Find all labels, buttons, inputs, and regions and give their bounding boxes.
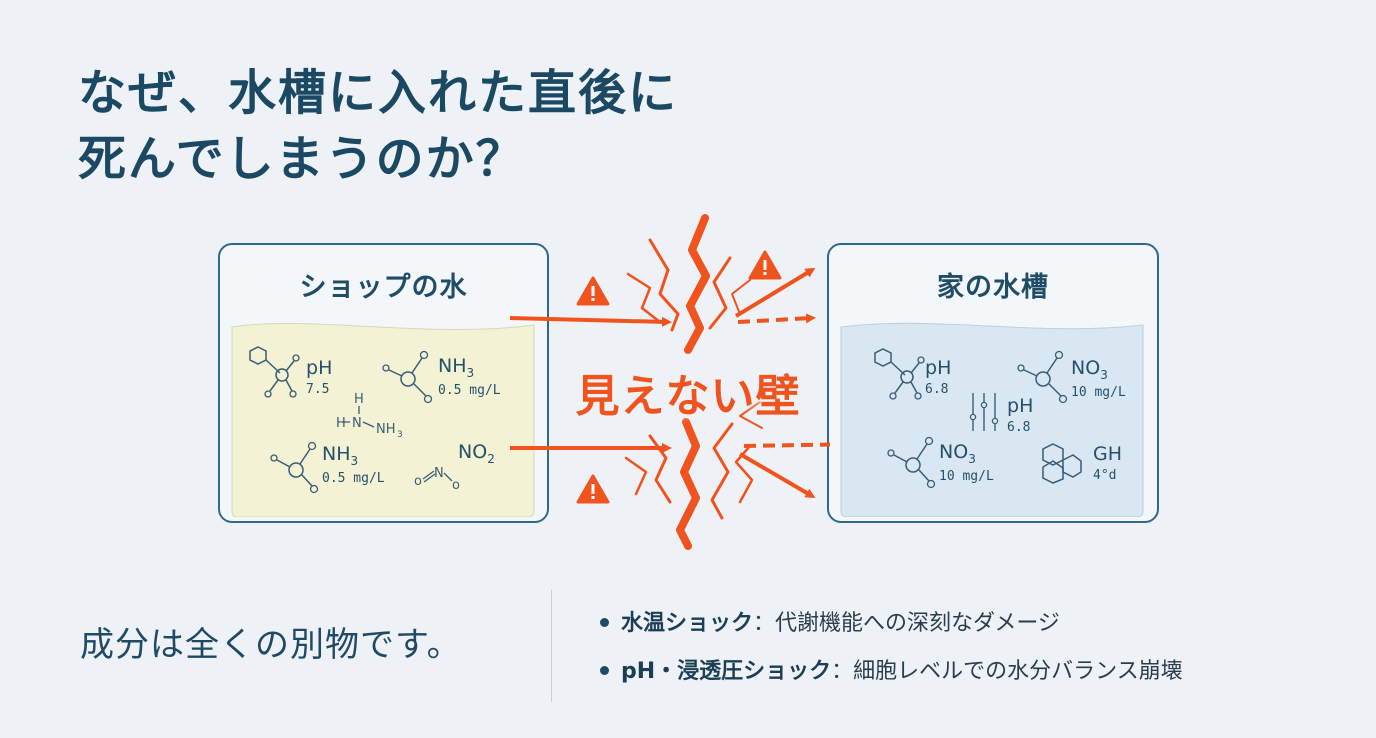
svg-text:NH: NH (376, 422, 396, 437)
warning-icon (748, 250, 782, 280)
shop-nh3-formula-1: NH3 (438, 355, 475, 380)
home-no3-formula-2: NO3 (939, 441, 976, 466)
slider-lines-icon (969, 393, 999, 431)
bullet-term: 水温ショック (621, 611, 754, 636)
home-ph-value-1: 6.8 (925, 382, 949, 397)
shock-bullet-list: 水温ショック：代謝機能への深刻なダメージ pH・浸透圧ショック：細胞レベルでの水… (600, 600, 1183, 696)
home-no3-formula-1: NO3 (1071, 357, 1108, 382)
ring-structure-icon (1042, 443, 1082, 484)
bullet-desc: ：細胞レベルでの水分バランス崩壊 (831, 659, 1183, 684)
molecule-icon (270, 441, 319, 494)
home-gh-formula: GH (1093, 443, 1123, 465)
shop-ph-formula: pH (306, 357, 333, 379)
home-tank-panel: 家の水槽 pH 6.8 NO3 10 mg/L (827, 243, 1159, 523)
home-no3-label-1: NO3 10 mg/L (1071, 357, 1126, 400)
shop-ph-value: 7.5 (306, 382, 330, 397)
home-gh-label: GH 4°d (1093, 443, 1122, 483)
summary-text: 成分は全くの別物です。 (80, 625, 462, 665)
invisible-wall-graphic (509, 214, 830, 550)
arrow-icon (738, 452, 816, 499)
home-ph-label-2: pH 6.8 (1007, 395, 1033, 435)
shop-nh3-label-2: NH3 0.5 mg/L (322, 443, 385, 486)
svg-text:N: N (352, 416, 362, 431)
shop-ph-label: pH 7.5 (306, 357, 332, 397)
title-line-1: なぜ、水槽に入れた直後に (78, 65, 679, 121)
title-line-2: 死んでしまうのか？ (78, 131, 526, 187)
svg-text:H: H (354, 392, 364, 407)
home-ph-formula-1: pH (925, 357, 952, 379)
hydrazine-structure-icon: H N H NH 3 (336, 392, 403, 437)
molecule-icon (382, 350, 433, 404)
shop-nh3-value-1: 0.5 mg/L (438, 382, 501, 398)
bullet-dot-icon (600, 617, 609, 627)
home-no3-value-2: 10 mg/L (939, 468, 994, 484)
warning-icon (576, 474, 610, 504)
warning-icon (576, 276, 610, 306)
molecule-icon (249, 346, 300, 398)
shop-nh3-formula-2: NH3 (322, 443, 359, 468)
arrow-icon (743, 442, 830, 448)
nitrite-structure-icon: o N o (414, 466, 460, 493)
home-ph-label-1: pH 6.8 (925, 357, 951, 397)
molecule-icon (874, 348, 925, 400)
bullet-desc: ：代謝機能への深刻なダメージ (753, 611, 1060, 636)
arrow-icon (737, 313, 816, 324)
invisible-wall-label: 見えない壁 (575, 371, 801, 422)
bullet-dot-icon (600, 665, 609, 675)
svg-text:N: N (434, 466, 444, 481)
shop-water-title: ショップの水 (299, 272, 468, 303)
shop-nh3-value-2: 0.5 mg/L (322, 470, 385, 486)
shop-no2-formula: NO2 (458, 441, 495, 466)
home-gh-value: 4°d (1093, 468, 1117, 483)
molecule-icon (887, 436, 936, 489)
svg-text:o: o (452, 478, 460, 493)
svg-text:H: H (336, 416, 346, 431)
page-title: なぜ、水槽に入れた直後に 死んでしまうのか？ (78, 60, 678, 192)
home-no3-label-2: NO3 10 mg/L (939, 441, 994, 484)
svg-text:o: o (414, 474, 422, 489)
home-ph-formula-2: pH (1007, 395, 1034, 417)
list-item: pH・浸透圧ショック：細胞レベルでの水分バランス崩壊 (600, 648, 1183, 696)
shop-no2-label: NO2 (458, 441, 495, 466)
home-ph-value-2: 6.8 (1007, 420, 1031, 435)
svg-text:3: 3 (397, 430, 403, 437)
bullet-term: pH・浸透圧ショック (621, 659, 832, 684)
crack-icon (624, 214, 763, 550)
arrow-icon (509, 316, 672, 327)
shop-water-fill (231, 323, 535, 517)
arrow-icon (734, 267, 816, 318)
vertical-divider (551, 590, 552, 702)
home-tank-title: 家の水槽 (937, 272, 1049, 303)
shop-water-panel: ショップの水 pH 7.5 NH3 0.5 mg/L H N H (218, 243, 549, 523)
home-no3-value-1: 10 mg/L (1071, 384, 1126, 400)
list-item: 水温ショック：代謝機能への深刻なダメージ (600, 600, 1183, 648)
shop-nh3-label-1: NH3 0.5 mg/L (438, 355, 501, 398)
molecule-icon (1017, 350, 1068, 404)
